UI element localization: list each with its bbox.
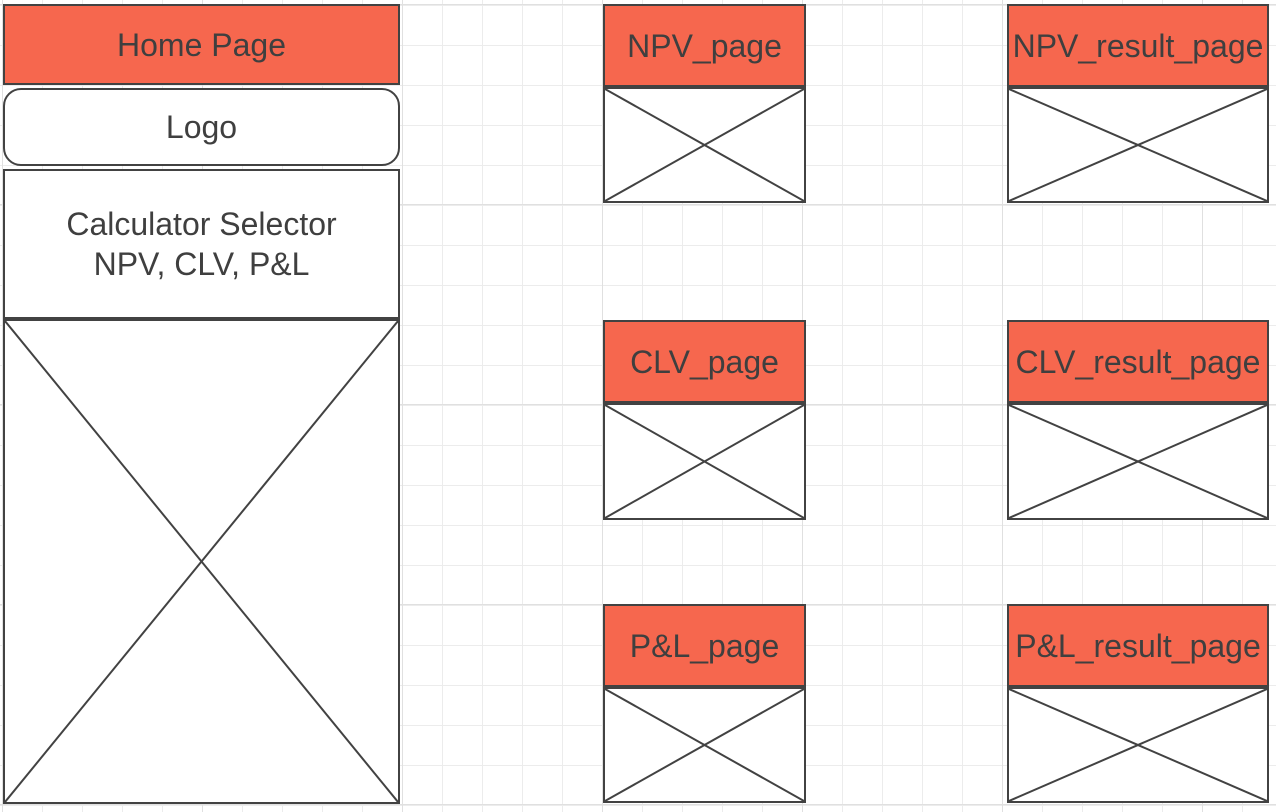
home-page-header[interactable]: Home Page <box>3 4 400 85</box>
pnl-page-image-placeholder[interactable] <box>603 687 806 803</box>
clv-page-header[interactable]: CLV_page <box>603 320 806 403</box>
image-placeholder-x-icon <box>605 89 804 201</box>
calculator-selector-label-line1: Calculator Selector <box>66 206 337 242</box>
logo-label: Logo <box>165 109 238 145</box>
image-placeholder-x-icon <box>5 321 398 802</box>
pnl-result-page-title: P&L_result_page <box>1015 627 1261 664</box>
clv-page-title: CLV_page <box>630 343 779 380</box>
pnl-page-header[interactable]: P&L_page <box>603 604 806 687</box>
npv-page-title: NPV_page <box>627 27 782 64</box>
npv-result-page-title: NPV_result_page <box>1012 27 1264 64</box>
calculator-selector-box[interactable]: Calculator Selector NPV, CLV, P&L <box>3 169 400 319</box>
home-page-title: Home Page <box>117 26 286 63</box>
image-placeholder-x-icon <box>1009 89 1267 201</box>
pnl-page-title: P&L_page <box>629 627 780 664</box>
clv-result-page-image-placeholder[interactable] <box>1007 403 1269 520</box>
image-placeholder-x-icon <box>605 689 804 801</box>
clv-result-page-header[interactable]: CLV_result_page <box>1007 320 1269 403</box>
home-page-image-placeholder[interactable] <box>3 319 400 804</box>
npv-page-image-placeholder[interactable] <box>603 87 806 203</box>
npv-result-page-image-placeholder[interactable] <box>1007 87 1269 203</box>
npv-result-page-header[interactable]: NPV_result_page <box>1007 4 1269 87</box>
image-placeholder-x-icon <box>1009 689 1267 801</box>
clv-result-page-title: CLV_result_page <box>1015 343 1261 380</box>
image-placeholder-x-icon <box>605 405 804 518</box>
pnl-result-page-header[interactable]: P&L_result_page <box>1007 604 1269 687</box>
clv-page-image-placeholder[interactable] <box>603 403 806 520</box>
pnl-result-page-image-placeholder[interactable] <box>1007 687 1269 803</box>
calculator-selector-label-line2: NPV, CLV, P&L <box>93 246 310 282</box>
logo-box[interactable]: Logo <box>3 88 400 166</box>
image-placeholder-x-icon <box>1009 405 1267 518</box>
npv-page-header[interactable]: NPV_page <box>603 4 806 87</box>
